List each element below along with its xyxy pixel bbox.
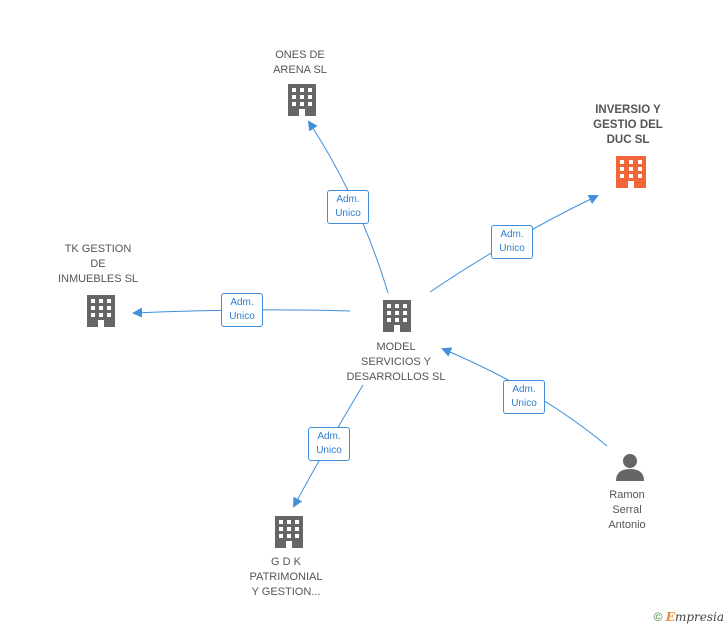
- node-label-tk[interactable]: TK GESTION DE INMUEBLES SL: [57, 243, 139, 285]
- building-icon[interactable]: [383, 300, 411, 332]
- copyright-symbol: ©: [653, 610, 663, 624]
- building-icon[interactable]: [87, 295, 115, 327]
- edge-label-ones: Adm. Unico: [327, 190, 369, 224]
- edge-label-ramon: Adm. Unico: [503, 380, 545, 414]
- node-label-ones[interactable]: ONES DE ARENA SL: [273, 49, 327, 76]
- building-icon[interactable]: [616, 156, 646, 188]
- copyright-footer: © Empresia: [654, 610, 724, 624]
- node-label-inversio[interactable]: INVERSIO Y GESTIO DEL DUC SL: [593, 104, 663, 146]
- brand-logo[interactable]: Empresia: [665, 610, 724, 624]
- node-label-gdk[interactable]: G D K PATRIMONIAL Y GESTION...: [249, 556, 323, 598]
- node-label-ramon[interactable]: Ramon Serral Antonio: [608, 489, 646, 531]
- person-icon[interactable]: [616, 454, 644, 481]
- edge-label-inversio: Adm. Unico: [491, 225, 533, 259]
- node-label-center[interactable]: MODEL SERVICIOS Y DESARROLLOS SL: [346, 341, 446, 383]
- edge-label-gdk: Adm. Unico: [308, 427, 350, 461]
- building-icon[interactable]: [275, 516, 303, 548]
- edge-label-tk: Adm. Unico: [221, 293, 263, 327]
- building-icon[interactable]: [288, 84, 316, 116]
